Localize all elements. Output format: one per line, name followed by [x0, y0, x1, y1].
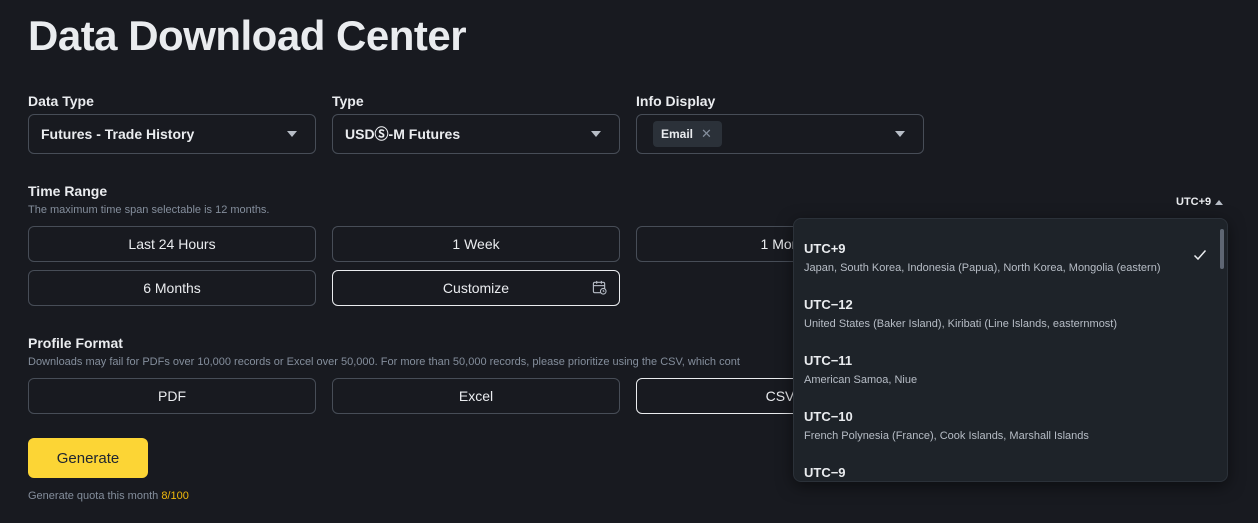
close-icon[interactable]: ✕	[701, 126, 712, 141]
data-type-label: Data Type	[28, 93, 94, 109]
quota-label: Generate quota this month	[28, 490, 159, 502]
format-option-excel[interactable]: Excel	[332, 378, 620, 414]
timezone-option[interactable]: UTC−10 French Polynesia (France), Cook I…	[804, 387, 1209, 442]
timezone-toggle[interactable]: UTC+9	[1176, 196, 1224, 208]
data-type-select[interactable]: Futures - Trade History	[28, 114, 316, 154]
timezone-code: UTC−12	[804, 297, 853, 312]
timezone-option[interactable]: UTC−9	[804, 443, 1209, 481]
timezone-desc: United States (Baker Island), Kiribati (…	[804, 318, 1118, 330]
chevron-down-icon	[895, 131, 905, 137]
timezone-option[interactable]: UTC−12 United States (Baker Island), Kir…	[804, 275, 1209, 330]
timezone-desc: American Samoa, Niue	[804, 374, 918, 386]
range-option-24h[interactable]: Last 24 Hours	[28, 226, 316, 262]
time-range-hint: The maximum time span selectable is 12 m…	[28, 204, 270, 216]
timezone-code: UTC−11	[804, 353, 853, 368]
timezone-desc: French Polynesia (France), Cook Islands,…	[804, 430, 1089, 442]
check-icon	[1193, 250, 1207, 261]
time-range-label: Time Range	[28, 183, 108, 199]
info-display-select[interactable]: Email ✕	[636, 114, 924, 154]
profile-format-hint: Downloads may fail for PDFs over 10,000 …	[28, 356, 740, 368]
chevron-down-icon	[287, 131, 297, 137]
format-option-pdf[interactable]: PDF	[28, 378, 316, 414]
profile-format-label: Profile Format	[28, 335, 123, 351]
chevron-up-icon	[1215, 199, 1224, 205]
calendar-icon	[592, 280, 607, 295]
timezone-value: UTC+9	[1176, 196, 1212, 208]
quota-value: 8/100	[161, 490, 189, 502]
type-value: USDⓈ-M Futures	[345, 126, 461, 142]
dropdown-scrollbar[interactable]	[1220, 229, 1224, 269]
email-chip: Email ✕	[653, 121, 722, 147]
customize-label: Customize	[442, 280, 510, 296]
generate-quota: Generate quota this month 8/100	[28, 490, 189, 502]
range-option-6-months[interactable]: 6 Months	[28, 270, 316, 306]
chevron-down-icon	[591, 131, 601, 137]
timezone-option[interactable]: UTC−11 American Samoa, Niue	[804, 331, 1209, 386]
timezone-code: UTC+9	[804, 241, 846, 256]
chip-label: Email	[661, 127, 694, 141]
timezone-code: UTC−9	[804, 465, 846, 480]
timezone-desc: Japan, South Korea, Indonesia (Papua), N…	[804, 262, 1161, 274]
range-option-customize[interactable]: Customize	[332, 270, 620, 306]
generate-button[interactable]: Generate	[28, 438, 148, 478]
info-display-label: Info Display	[636, 93, 716, 109]
timezone-code: UTC−10	[804, 409, 853, 424]
type-select[interactable]: USDⓈ-M Futures	[332, 114, 620, 154]
data-type-value: Futures - Trade History	[41, 126, 195, 142]
timezone-option[interactable]: UTC+9 Japan, South Korea, Indonesia (Pap…	[804, 219, 1209, 274]
timezone-dropdown[interactable]: UTC+9 Japan, South Korea, Indonesia (Pap…	[793, 218, 1228, 482]
type-label: Type	[332, 93, 364, 109]
range-option-1-week[interactable]: 1 Week	[332, 226, 620, 262]
page-title: Data Download Center	[28, 12, 467, 59]
